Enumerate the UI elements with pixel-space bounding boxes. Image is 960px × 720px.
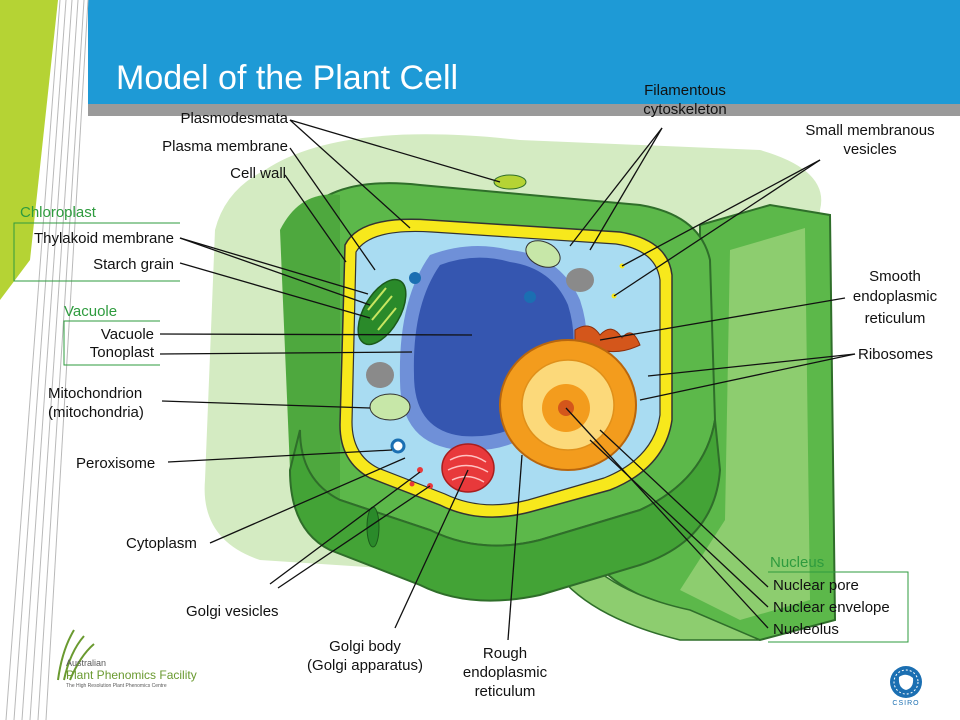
vacuole-bracket <box>63 320 160 366</box>
label-rough-er-2: endoplasmic <box>462 664 548 681</box>
chloroplast-shape <box>357 278 407 346</box>
label-filamentous-2: cytoskeleton <box>643 101 727 118</box>
header-underline <box>88 104 960 116</box>
label-smooth-er-1: Smooth <box>869 268 921 285</box>
apf-logo-line3: The High Resolution Plant Phenomics Cent… <box>66 683 167 689</box>
apf-logo: Australian Plant Phenomics Facility The … <box>52 626 212 696</box>
csiro-logo: CSIRO <box>886 662 926 712</box>
leader-lines <box>159 119 856 641</box>
nucleus-bracket <box>768 571 909 643</box>
label-cytoplasm: Cytoplasm <box>126 535 197 552</box>
label-nuclear-envelope: Nuclear envelope <box>773 599 890 616</box>
label-cell-wall: Cell wall <box>230 165 286 182</box>
label-small-vesicles-1: Small membranous <box>805 122 935 139</box>
label-golgi-apparatus: (Golgi apparatus) <box>307 657 423 674</box>
apf-logo-line1: Australian <box>66 658 107 668</box>
label-smooth-er-2: endoplasmic <box>852 288 938 305</box>
label-mitochondrion: Mitochondrion <box>48 385 143 402</box>
sidebar-accent <box>0 0 58 300</box>
chloroplast-bracket <box>13 222 180 282</box>
label-peroxisome: Peroxisome <box>76 455 156 472</box>
sidebar-lines <box>5 0 89 720</box>
label-nucleolus: Nucleolus <box>773 621 839 638</box>
label-rough-er-3: reticulum <box>474 683 536 700</box>
label-tonoplast: Tonoplast <box>89 344 154 361</box>
label-rough-er-1: Rough <box>482 645 528 662</box>
nucleus-shape <box>499 339 637 471</box>
label-ribosomes: Ribosomes <box>858 346 934 363</box>
apf-logo-graphic <box>57 629 95 681</box>
group-title-chloroplast: Chloroplast <box>20 204 96 221</box>
page-title: Model of the Plant Cell <box>116 59 459 97</box>
label-golgi-body: Golgi body <box>329 638 401 655</box>
label-vacuole: Vacuole <box>100 326 154 343</box>
mitochondrion-shape <box>369 393 411 421</box>
header-bar <box>88 0 960 104</box>
label-smooth-er-3: reticulum <box>864 310 926 327</box>
label-filamentous-1: Filamentous <box>644 82 726 99</box>
group-title-nucleus: Nucleus <box>770 554 825 571</box>
label-plasma-membrane: Plasma membrane <box>162 138 288 155</box>
group-title-vacuole: Vacuole <box>64 303 118 320</box>
label-starch-grain: Starch grain <box>93 256 174 273</box>
label-plasmodesmata: Plasmodesmata <box>180 110 288 127</box>
apf-logo-line2: Plant Phenomics Facility <box>66 668 197 682</box>
label-small-vesicles-2: vesicles <box>843 141 897 158</box>
csiro-logo-graphic <box>890 666 922 698</box>
csiro-logo-text: CSIRO <box>892 700 920 707</box>
label-golgi-vesicles: Golgi vesicles <box>186 603 279 620</box>
label-mitochondria: (mitochondria) <box>48 404 144 421</box>
label-thylakoid-membrane: Thylakoid membrane <box>33 230 174 247</box>
label-nuclear-pore: Nuclear pore <box>773 577 859 594</box>
